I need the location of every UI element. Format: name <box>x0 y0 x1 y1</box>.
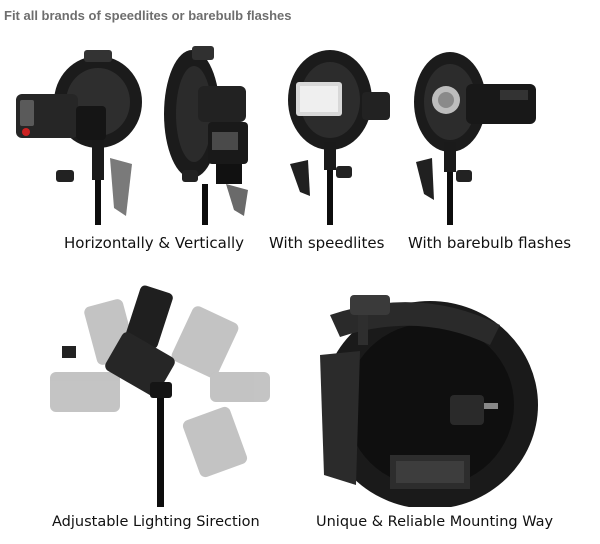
caption-horizontally-vertically: Horizontally & Vertically <box>64 234 245 252</box>
page-heading: Fit all brands of speedlites or barebulb… <box>4 8 292 23</box>
caption-adjustable-lighting: Adjustable Lighting Sirection <box>52 514 260 530</box>
bracket-horizontal-photo <box>16 50 142 225</box>
mounting-closeup-photo <box>320 295 538 507</box>
caption-mounting-way: Unique & Reliable Mounting Way <box>316 514 554 530</box>
caption-with-speedlites: With speedlites <box>269 234 385 252</box>
bracket-vertical-photo <box>164 46 248 225</box>
speedlite-front-photo <box>288 50 390 225</box>
caption-with-barebulb-flashes: With barebulb flashes <box>408 234 572 252</box>
barebulb-flash-photo <box>414 52 536 225</box>
adjustable-direction-photo <box>50 285 270 507</box>
